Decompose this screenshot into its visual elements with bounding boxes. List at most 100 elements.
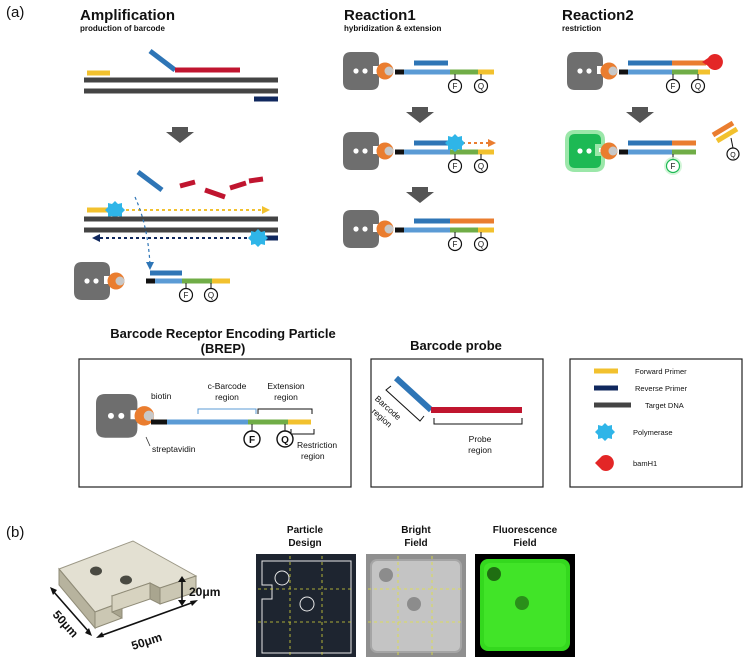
reaction2-section: Reaction2 restriction F Q F Q bbox=[562, 7, 740, 175]
barcode-strand bbox=[148, 49, 177, 72]
probe-fragment bbox=[229, 180, 247, 191]
fluorophore-label: F bbox=[453, 162, 458, 171]
brep-particle bbox=[343, 52, 394, 90]
particle-design-label-2: Design bbox=[288, 538, 321, 549]
down-arrow-icon bbox=[406, 187, 434, 203]
bright-field-hole bbox=[407, 597, 421, 611]
brep-particle-fluorescent bbox=[565, 130, 620, 172]
reaction1-title: Reaction1 bbox=[344, 7, 416, 24]
legend-polymerase-icon bbox=[595, 423, 615, 441]
probe-fragment bbox=[248, 176, 264, 184]
brep-title: Barcode Receptor Encoding Particle bbox=[110, 326, 335, 341]
leader-line bbox=[145, 436, 151, 447]
linker bbox=[730, 137, 734, 149]
arrowhead-icon bbox=[178, 600, 186, 606]
legend-label-target-dna: Target DNA bbox=[645, 401, 684, 410]
brep-title-abbrev: (BREP) bbox=[201, 341, 246, 356]
down-arrow-icon bbox=[166, 127, 194, 143]
legend-label-bamh1: bamH1 bbox=[633, 459, 657, 468]
c-barcode-label-2: region bbox=[215, 392, 239, 402]
bright-field-image: Bright Field bbox=[366, 525, 466, 657]
arrowhead-icon bbox=[92, 234, 100, 242]
reaction2-title: Reaction2 bbox=[562, 7, 634, 24]
extension-bracket bbox=[257, 408, 313, 414]
fluorophore-icon bbox=[447, 236, 463, 252]
legend: Forward Primer Reverse Primer Target DNA… bbox=[569, 358, 743, 488]
particle-design-frame bbox=[256, 554, 356, 657]
fluorophore-label: F bbox=[671, 82, 676, 91]
fluorescence-field-image: Fluorescence Field bbox=[475, 525, 575, 657]
brep-particle bbox=[567, 52, 618, 90]
legend-label-polymerase: Polymerase bbox=[633, 428, 673, 437]
particle-design-label: Particle bbox=[287, 525, 324, 536]
probe-region-label-2: region bbox=[468, 445, 492, 455]
dimension-label-height: 20μm bbox=[189, 585, 220, 599]
restriction-label-2: region bbox=[301, 451, 325, 461]
design-hole bbox=[274, 570, 290, 586]
barcode-probe-section: Barcode probe Barcode region Probe regio… bbox=[370, 338, 544, 488]
arrowhead-icon bbox=[262, 206, 270, 214]
fluorescent-hole bbox=[487, 567, 501, 581]
fluorescence-field-label: Fluorescence bbox=[493, 525, 558, 536]
bright-field-label: Bright bbox=[401, 525, 431, 536]
quencher-label: Q bbox=[478, 240, 484, 249]
brep-section: Barcode Receptor Encoding Particle (BREP… bbox=[78, 326, 352, 488]
bamh1-icon bbox=[702, 53, 723, 71]
amplification-section: Amplification production of barcode bbox=[74, 7, 278, 303]
fluorophore-label: F bbox=[453, 240, 458, 249]
extension-label: Extension bbox=[267, 381, 305, 391]
brep-particle bbox=[343, 132, 394, 170]
quencher-label: Q bbox=[208, 291, 214, 300]
migration-arrow bbox=[134, 196, 151, 266]
fluorophore-icon bbox=[665, 158, 681, 174]
dimension-label-depth: 50μm bbox=[130, 630, 164, 653]
fluorophore-label: F bbox=[453, 82, 458, 91]
bright-field-label-2: Field bbox=[404, 538, 427, 549]
fluorophore-label: F bbox=[671, 162, 676, 171]
down-arrow-icon bbox=[626, 107, 654, 123]
panel-label-b: (b) bbox=[6, 524, 24, 541]
arrowhead-icon bbox=[190, 600, 198, 606]
quencher-icon bbox=[473, 158, 489, 174]
quencher-label: Q bbox=[730, 152, 736, 159]
amplification-subtitle: production of barcode bbox=[80, 24, 165, 33]
arrowhead-icon bbox=[50, 587, 57, 595]
quencher-icon bbox=[473, 78, 489, 94]
probe-fragment bbox=[179, 179, 196, 189]
cleaved-fragment bbox=[715, 126, 739, 144]
quencher-label: Q bbox=[281, 435, 289, 446]
amplification-title: Amplification bbox=[80, 7, 175, 24]
legend-label-reverse-primer: Reverse Primer bbox=[635, 384, 688, 393]
polymerase-icon bbox=[248, 229, 268, 247]
restriction-label: Restriction bbox=[297, 440, 337, 450]
reaction1-subtitle: hybridization & extension bbox=[344, 24, 441, 33]
fluorophore-icon bbox=[243, 430, 261, 448]
quencher-icon bbox=[276, 430, 294, 448]
fluorophore-icon bbox=[665, 78, 681, 94]
arrowhead-icon bbox=[96, 632, 104, 638]
dimension-arrow bbox=[52, 590, 90, 633]
barcode-bracket bbox=[385, 385, 425, 422]
arrowhead-icon bbox=[488, 139, 496, 147]
arrowhead-icon bbox=[178, 576, 186, 582]
particle-outline bbox=[261, 560, 352, 654]
polymerase-icon bbox=[445, 134, 465, 152]
polymerase-icon bbox=[105, 201, 125, 219]
fluorescence-field-label-2: Field bbox=[513, 538, 536, 549]
legend-bamh1-icon bbox=[595, 455, 614, 471]
released-barcode bbox=[136, 170, 164, 192]
quencher-icon bbox=[690, 78, 706, 94]
design-hole bbox=[299, 596, 315, 612]
legend-label-forward-primer: Forward Primer bbox=[635, 367, 687, 376]
barcode-probe-title: Barcode probe bbox=[410, 338, 502, 353]
fluorescent-hole bbox=[515, 596, 529, 610]
c-barcode-bracket bbox=[197, 408, 257, 414]
brep-particle bbox=[343, 210, 394, 248]
fluorophore-label: F bbox=[249, 435, 255, 446]
reaction1-section: Reaction1 hybridization & extension F Q … bbox=[343, 7, 496, 252]
quencher-icon bbox=[473, 236, 489, 252]
biotin-label: biotin bbox=[151, 391, 172, 401]
particle-hole bbox=[120, 575, 132, 585]
panel-label-a: (a) bbox=[6, 4, 24, 21]
quencher-icon bbox=[203, 287, 219, 303]
